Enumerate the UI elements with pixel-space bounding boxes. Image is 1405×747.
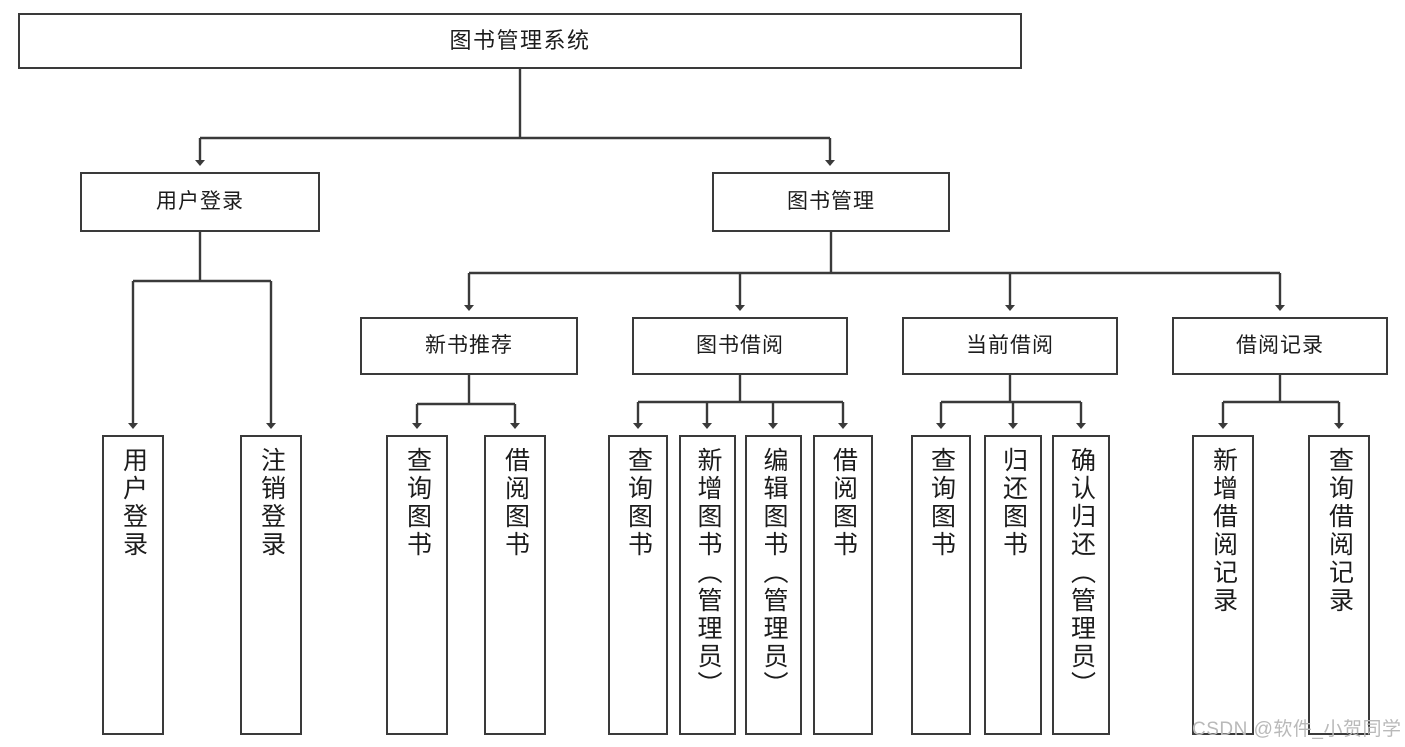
node-leaf-query-record-label: 查询借阅记录 (1325, 447, 1354, 615)
node-leaf-add-record[interactable]: 新增借阅记录 (1192, 435, 1254, 735)
node-leaf-add-book[interactable]: 新增图书（管理员） (679, 435, 736, 735)
node-root[interactable]: 图书管理系统 (18, 13, 1022, 69)
node-leaf-user-login[interactable]: 用户登录 (102, 435, 164, 735)
node-leaf-confirm-return-label: 确认归还（管理员） (1067, 447, 1096, 699)
node-borrow-record-label: 借阅记录 (1236, 333, 1324, 357)
node-leaf-logout-label: 注销登录 (257, 447, 286, 559)
node-user-login-label: 用户登录 (156, 189, 244, 213)
node-leaf-borrow-book-1-label: 借阅图书 (501, 447, 530, 559)
watermark-text: CSDN @软件_小贺同学 (1192, 719, 1402, 740)
node-borrow-record[interactable]: 借阅记录 (1172, 317, 1388, 375)
node-current-borrow[interactable]: 当前借阅 (902, 317, 1118, 375)
node-leaf-query-book-2-label: 查询图书 (624, 447, 653, 559)
node-leaf-return-book[interactable]: 归还图书 (984, 435, 1042, 735)
node-leaf-add-book-label: 新增图书（管理员） (694, 447, 722, 699)
node-leaf-borrow-book-2[interactable]: 借阅图书 (813, 435, 873, 735)
node-root-label: 图书管理系统 (449, 28, 591, 54)
node-new-book-recommend-label: 新书推荐 (425, 333, 513, 357)
node-leaf-return-book-label: 归还图书 (999, 447, 1028, 559)
node-leaf-query-record[interactable]: 查询借阅记录 (1308, 435, 1370, 735)
node-book-manage-label: 图书管理 (787, 189, 875, 213)
node-user-login[interactable]: 用户登录 (80, 172, 320, 232)
node-book-manage[interactable]: 图书管理 (712, 172, 950, 232)
node-new-book-recommend[interactable]: 新书推荐 (360, 317, 578, 375)
node-leaf-query-book-1[interactable]: 查询图书 (386, 435, 448, 735)
node-leaf-logout[interactable]: 注销登录 (240, 435, 302, 735)
node-leaf-confirm-return[interactable]: 确认归还（管理员） (1052, 435, 1110, 735)
node-leaf-query-book-3[interactable]: 查询图书 (911, 435, 971, 735)
node-leaf-user-login-label: 用户登录 (119, 447, 148, 559)
node-leaf-query-book-2[interactable]: 查询图书 (608, 435, 668, 735)
node-leaf-borrow-book-2-label: 借阅图书 (829, 447, 858, 559)
node-leaf-query-book-1-label: 查询图书 (403, 447, 432, 559)
node-book-borrow[interactable]: 图书借阅 (632, 317, 848, 375)
node-leaf-edit-book[interactable]: 编辑图书（管理员） (745, 435, 802, 735)
node-current-borrow-label: 当前借阅 (966, 333, 1054, 357)
node-leaf-query-book-3-label: 查询图书 (927, 447, 956, 559)
node-leaf-borrow-book-1[interactable]: 借阅图书 (484, 435, 546, 735)
node-leaf-add-record-label: 新增借阅记录 (1209, 447, 1238, 615)
node-leaf-edit-book-label: 编辑图书（管理员） (760, 447, 788, 699)
node-book-borrow-label: 图书借阅 (696, 333, 784, 357)
